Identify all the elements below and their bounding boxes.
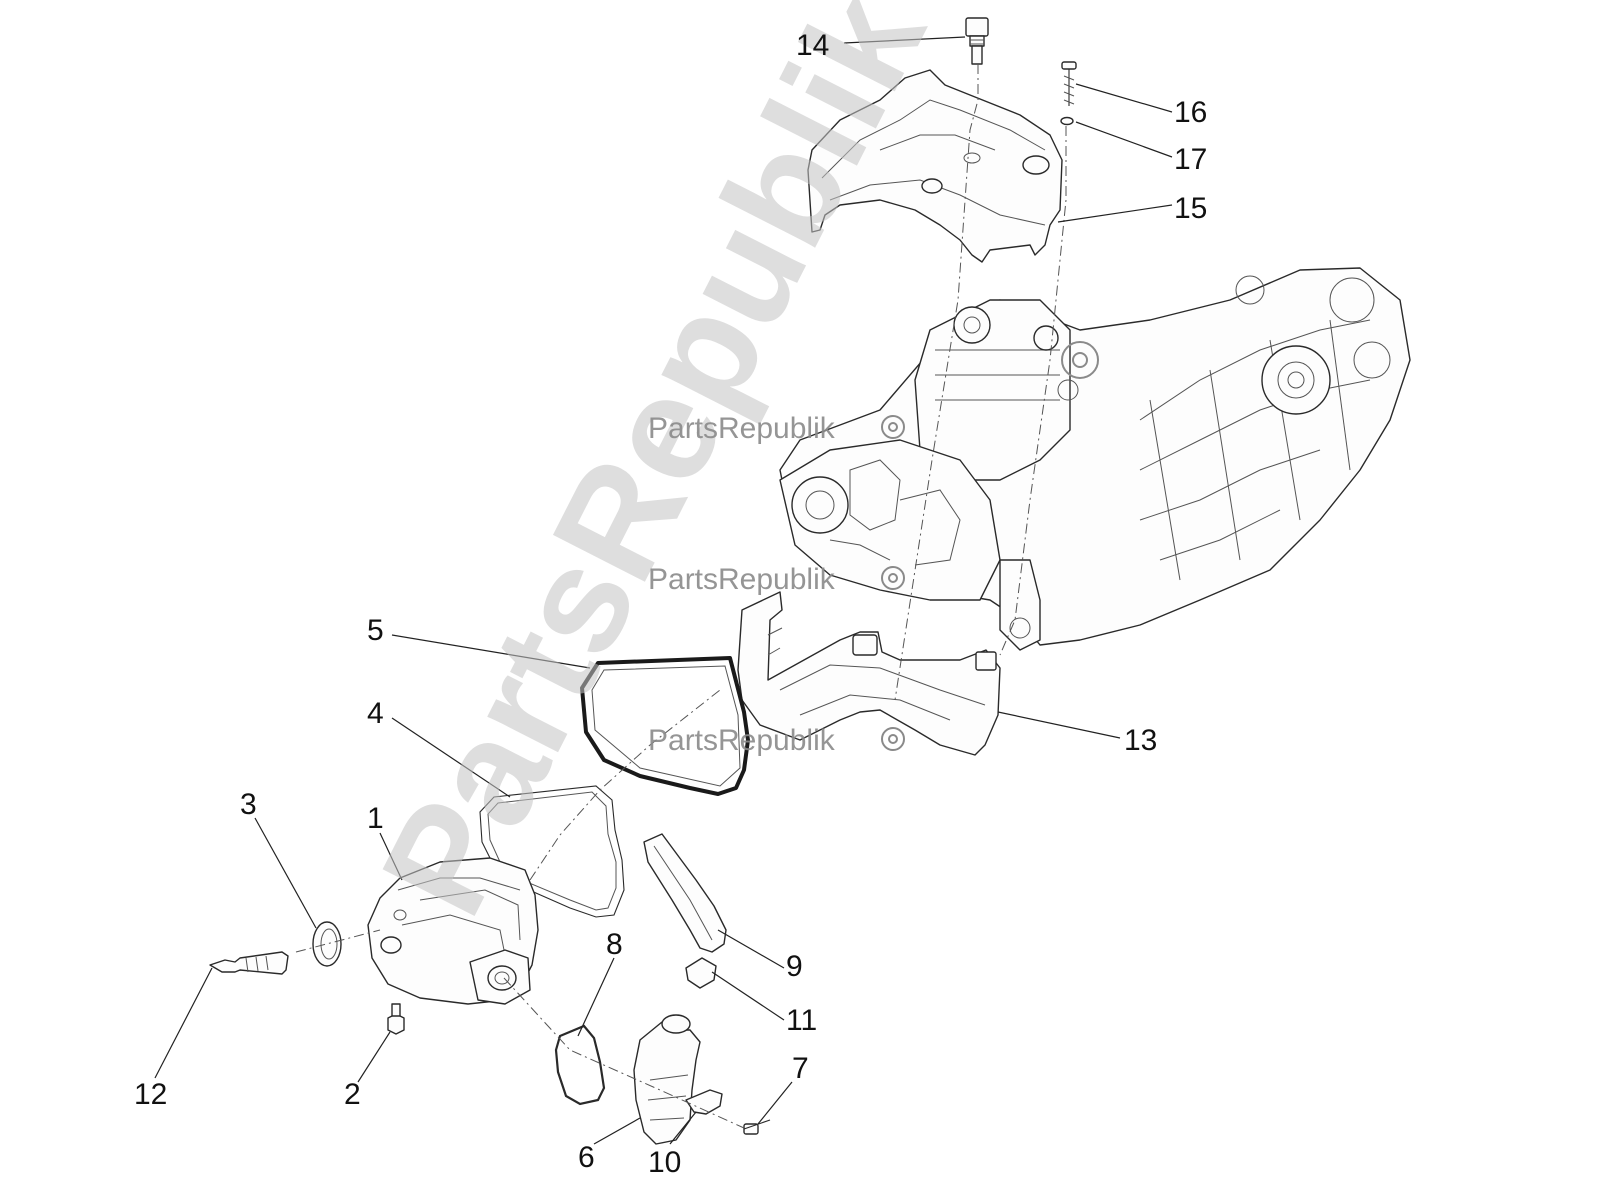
callout-4: 4 (367, 697, 384, 730)
callout-7: 7 (792, 1052, 809, 1085)
part-7-screw (743, 1119, 771, 1135)
callout-8: 8 (606, 928, 623, 961)
part-5-gasket-inner (591, 665, 741, 787)
engine-crankcase (779, 267, 1411, 651)
watermark-gear-icon (881, 341, 1099, 751)
callout-10: 10 (648, 1146, 681, 1179)
watermark-label-3: PartsRepublik (648, 724, 836, 757)
part-3-oring (312, 921, 342, 967)
part-17-washer (1060, 116, 1074, 126)
callout-3: 3 (240, 788, 257, 821)
part-8-seal (554, 1024, 606, 1106)
part-9-hose (643, 833, 727, 953)
part-11-sleeve (685, 957, 717, 989)
callout-5: 5 (367, 614, 384, 647)
callout-2: 2 (344, 1078, 361, 1111)
part-13-bracket (737, 591, 1001, 756)
callout-15: 15 (1174, 192, 1207, 225)
callout-12: 12 (134, 1078, 167, 1111)
part-12-spark-plug (209, 951, 289, 975)
callout-9: 9 (786, 950, 803, 983)
callout-14: 14 (796, 29, 829, 62)
part-2-bolt (387, 1003, 405, 1035)
part-14-sensor (965, 17, 989, 65)
watermark-label-1: PartsRepublik (648, 412, 836, 445)
part-5-gasket (580, 656, 750, 796)
callout-11: 11 (786, 1004, 817, 1037)
part-1-valve-cover (367, 857, 539, 1005)
callout-17: 17 (1174, 143, 1207, 176)
callout-16: 16 (1174, 96, 1207, 129)
callout-labels: 14 16 17 15 13 5 4 3 1 8 9 11 7 12 2 6 1… (134, 29, 1207, 1179)
part-6-breather (633, 1014, 701, 1145)
part-15-upper-cover (807, 69, 1063, 263)
callout-6: 6 (578, 1141, 595, 1174)
watermark-label-2: PartsRepublik (648, 563, 836, 596)
part-4-gasket (479, 785, 625, 918)
part-16-screw (1061, 61, 1077, 106)
callout-1: 1 (367, 802, 384, 835)
leader-lines (154, 36, 1173, 1145)
part-10-clip (685, 1089, 723, 1115)
callout-13: 13 (1124, 724, 1157, 757)
part-4-gasket-inner (487, 791, 617, 911)
alignment-lines (295, 64, 1067, 1129)
